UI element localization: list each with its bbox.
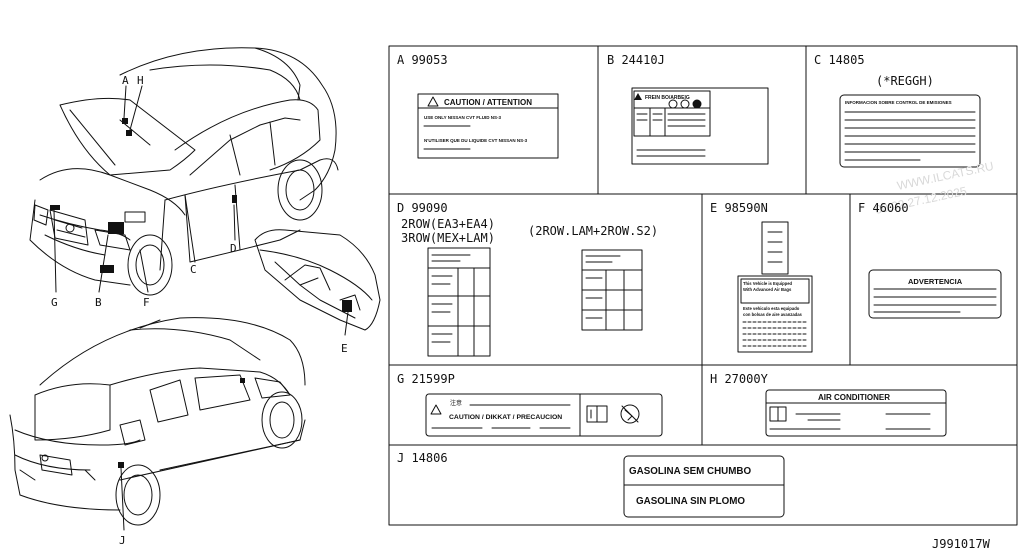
- dashboard-view: [254, 229, 381, 336]
- callout-f: F: [143, 296, 150, 309]
- label-c: INFORMACION SOBRE CONTROL DE EMISIONES: [839, 94, 981, 168]
- cell-b: B 24410J FREIN BO/ARBEIG: [607, 53, 769, 165]
- callout-c: C: [190, 263, 197, 276]
- label-b: FREIN BO/ARBEIG: [631, 87, 769, 165]
- callout-g: G: [51, 296, 58, 309]
- label-g-top: 注意: [450, 399, 462, 407]
- callout-d: D: [230, 242, 237, 255]
- label-d-2row: [581, 249, 643, 331]
- label-f: ADVERTENCIA: [868, 269, 1002, 319]
- vehicle-front-view: [29, 47, 339, 296]
- cell-j: J 14806 GASOLINA SEM CHUMBO GASOLINA SIN…: [397, 451, 785, 518]
- label-h: AIR CONDITIONER: [765, 389, 947, 437]
- part-code-g: G 21599P: [397, 372, 455, 386]
- label-d-3row: [427, 247, 491, 357]
- label-c-title: INFORMACION SOBRE CONTROL DE EMISIONES: [845, 100, 952, 105]
- part-variant-d2: 3ROW(MEX+LAM): [401, 231, 495, 245]
- cell-d: D 99090 2ROW(EA3+EA4) 3ROW(MEX+LAM) (2RO…: [397, 201, 658, 357]
- part-variant-d3: (2ROW.LAM+2ROW.S2): [528, 224, 658, 238]
- label-j: GASOLINA SEM CHUMBO GASOLINA SIN PLOMO: [623, 455, 785, 518]
- cell-a: A 99053 CAUTION / ATTENTION USE ONLY NIS…: [397, 53, 559, 159]
- part-code-e: E 98590N: [710, 201, 768, 215]
- label-a: CAUTION / ATTENTION USE ONLY NISSAN CVT …: [417, 93, 559, 159]
- part-code-d: D 99090: [397, 201, 448, 215]
- label-b-title: FREIN BO/ARBEIG: [645, 95, 690, 101]
- label-j-line1: GASOLINA SEM CHUMBO: [629, 466, 751, 477]
- danger-glyph-icon: [692, 99, 702, 109]
- label-e-text1: This Vehicle is Equipped: [743, 281, 793, 286]
- label-a-line1: USE ONLY NISSAN CVT FLUID NS-3: [424, 115, 502, 120]
- part-code-b: B 24410J: [607, 53, 665, 67]
- callout-a: A: [122, 74, 129, 87]
- cell-f: F 46060 ADVERTENCIA: [858, 201, 1002, 319]
- cell-g: G 21599P 注意 CAUTION / DIKKAT / PRECAUCIO…: [397, 372, 663, 437]
- book-glyph-icon: [680, 99, 690, 109]
- parts-grid: [388, 45, 1018, 526]
- cell-h: H 27000Y AIR CONDITIONER: [710, 372, 947, 437]
- label-e-text2: With Advanced Air Bags: [743, 287, 792, 292]
- label-g-title: CAUTION / DIKKAT / PRECAUCION: [449, 414, 562, 421]
- label-a-title: CAUTION / ATTENTION: [444, 98, 532, 107]
- cell-c: C 14805 (*REGGH) INFORMACION SOBRE CONTR…: [814, 53, 981, 168]
- label-f-title: ADVERTENCIA: [908, 277, 963, 286]
- label-j-line2: GASOLINA SIN PLOMO: [636, 496, 745, 507]
- no-tools-icon: [620, 404, 640, 424]
- label-a-line2: N'UTILISER QUE DU LIQUIDE CVT NISSAN NS-…: [424, 138, 528, 143]
- part-code-a: A 99053: [397, 53, 448, 67]
- warning-glyph-icon: [668, 99, 678, 109]
- vehicle-rear-view: [9, 317, 306, 531]
- label-h-title: AIR CONDITIONER: [818, 393, 890, 402]
- part-note-c: (*REGGH): [876, 74, 934, 88]
- callout-h: H: [137, 74, 144, 87]
- callout-j: J: [119, 534, 126, 547]
- label-e-text3: Este vehiculo esta equipado: [743, 306, 800, 311]
- part-code-j: J 14806: [397, 451, 448, 465]
- label-e-text4: con bolsas de aire avanzadas: [743, 312, 803, 317]
- label-g: 注意 CAUTION / DIKKAT / PRECAUCION: [425, 393, 663, 437]
- callout-b: B: [95, 296, 102, 309]
- part-code-h: H 27000Y: [710, 372, 769, 386]
- part-variant-d1: 2ROW(EA3+EA4): [401, 217, 495, 231]
- diagram-id: J991017W: [932, 537, 991, 551]
- callout-letters: A H G B F C D E J: [51, 74, 348, 547]
- part-code-c: C 14805: [814, 53, 865, 67]
- callout-e: E: [341, 342, 348, 355]
- label-e: This Vehicle is Equipped With Advanced A…: [737, 221, 813, 353]
- part-code-f: F 46060: [858, 201, 909, 215]
- cell-e: E 98590N This Vehicle is Equipped With A…: [710, 201, 813, 353]
